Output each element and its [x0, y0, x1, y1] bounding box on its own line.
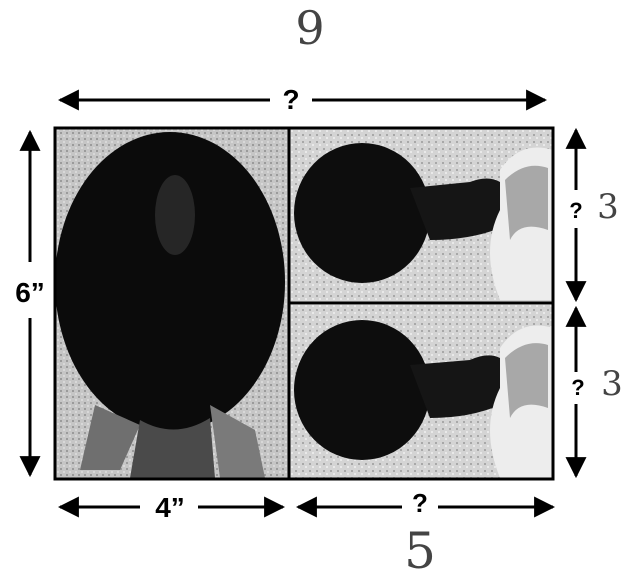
top-right-height-label: ?	[569, 198, 582, 223]
photo-frames	[53, 126, 555, 481]
total-width-handwritten: 9	[295, 1, 324, 55]
left-photo	[55, 128, 288, 479]
top-right-photo	[290, 128, 553, 302]
right-width-label: ?	[412, 488, 428, 518]
total-width-label: ?	[282, 84, 299, 115]
bottom-right-height-handwritten: 3	[601, 364, 623, 404]
top-right-height-handwritten: 3	[597, 187, 619, 227]
right-width-handwritten: 5	[404, 522, 436, 580]
bottom-right-height-label: ?	[571, 375, 584, 400]
bottom-right-photo	[290, 305, 553, 479]
left-height-label: 6”	[15, 277, 45, 308]
left-width-label: 4”	[155, 492, 185, 523]
